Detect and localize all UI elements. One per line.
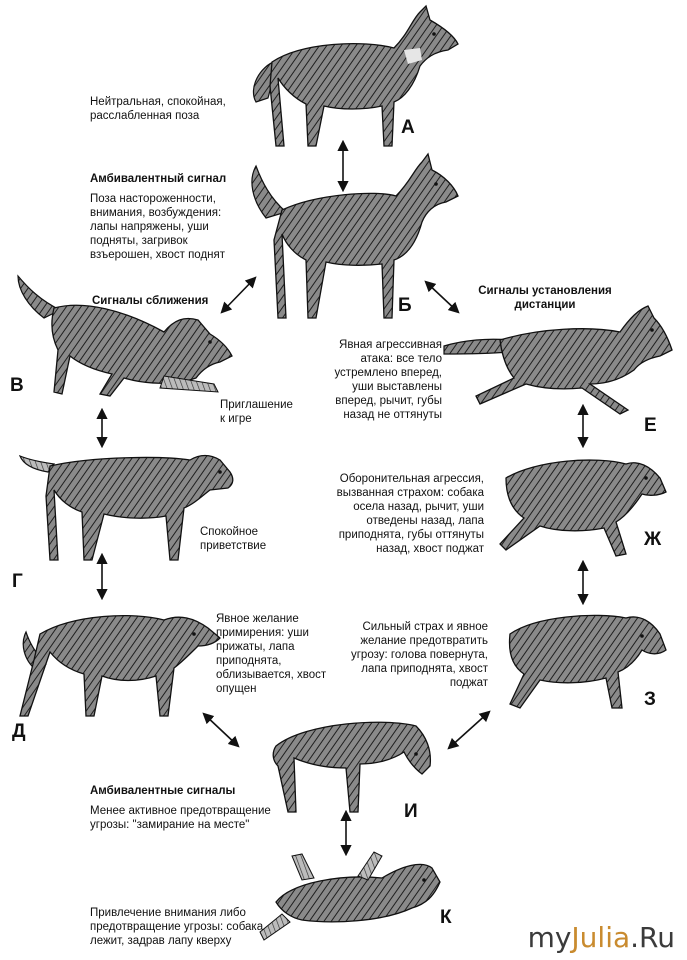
- arrow-b-v: [220, 276, 257, 314]
- caption-g: Спокойное приветствие: [200, 526, 267, 552]
- label-z: З: [644, 689, 656, 710]
- approach-signals-title: Сигналы сближения: [92, 295, 209, 307]
- dog-illustration-d: [19, 614, 221, 717]
- caption-b-body: Поза настороженности, внимания, возбужде…: [90, 193, 226, 261]
- arrow-b-e: [424, 280, 460, 314]
- caption-z: Сильный страх и явное желание предотврат…: [350, 621, 488, 689]
- caption-i-body: Менее активное предотвращение угрозы: "з…: [90, 805, 271, 831]
- label-b: Б: [398, 295, 412, 316]
- dog-illustration-e: [443, 305, 673, 415]
- caption-k: Привлечение внимания либо предотвращение…: [90, 907, 264, 947]
- caption-a: Нейтральная, спокойная, расслабленная по…: [90, 96, 226, 122]
- label-g: Г: [12, 571, 23, 592]
- logo-part-3: .Ru: [630, 921, 675, 954]
- dog-illustration-a: [252, 4, 459, 147]
- caption-b-title: Амбивалентный сигнал: [90, 173, 227, 185]
- caption-v: Приглашение к игре: [220, 399, 293, 425]
- dog-illustration-z: [508, 614, 667, 709]
- label-k: К: [440, 907, 452, 928]
- label-d: Д: [12, 721, 26, 742]
- arrow-d-i: [202, 712, 240, 748]
- dog-illustration-zh: [499, 459, 667, 557]
- dog-illustration-v: [17, 274, 233, 397]
- dog-illustration-k: [259, 851, 441, 941]
- label-e: Е: [644, 415, 657, 436]
- distance-signals-title: Сигналы установления дистанции: [478, 285, 612, 311]
- caption-zh: Оборонительная агрессия, вызванная страх…: [336, 473, 484, 555]
- label-a: А: [401, 117, 415, 138]
- caption-e: Явная агрессивная атака: все тело устрем…: [334, 339, 442, 421]
- logo-part-2: Julia: [571, 921, 631, 954]
- dog-illustration-b: [251, 152, 459, 319]
- logo-part-1: my: [527, 921, 572, 954]
- dog-illustration-i: [272, 721, 432, 813]
- label-zh: Ж: [644, 529, 662, 550]
- site-logo: myJulia.Ru: [528, 922, 675, 954]
- caption-d: Явное желание примирения: уши прижаты, л…: [216, 613, 327, 695]
- dog-illustration-g: [18, 454, 234, 561]
- label-v: В: [10, 375, 24, 396]
- arrow-z-i: [447, 710, 491, 750]
- caption-i-title: Амбивалентные сигналы: [90, 785, 236, 797]
- label-i: И: [404, 801, 418, 822]
